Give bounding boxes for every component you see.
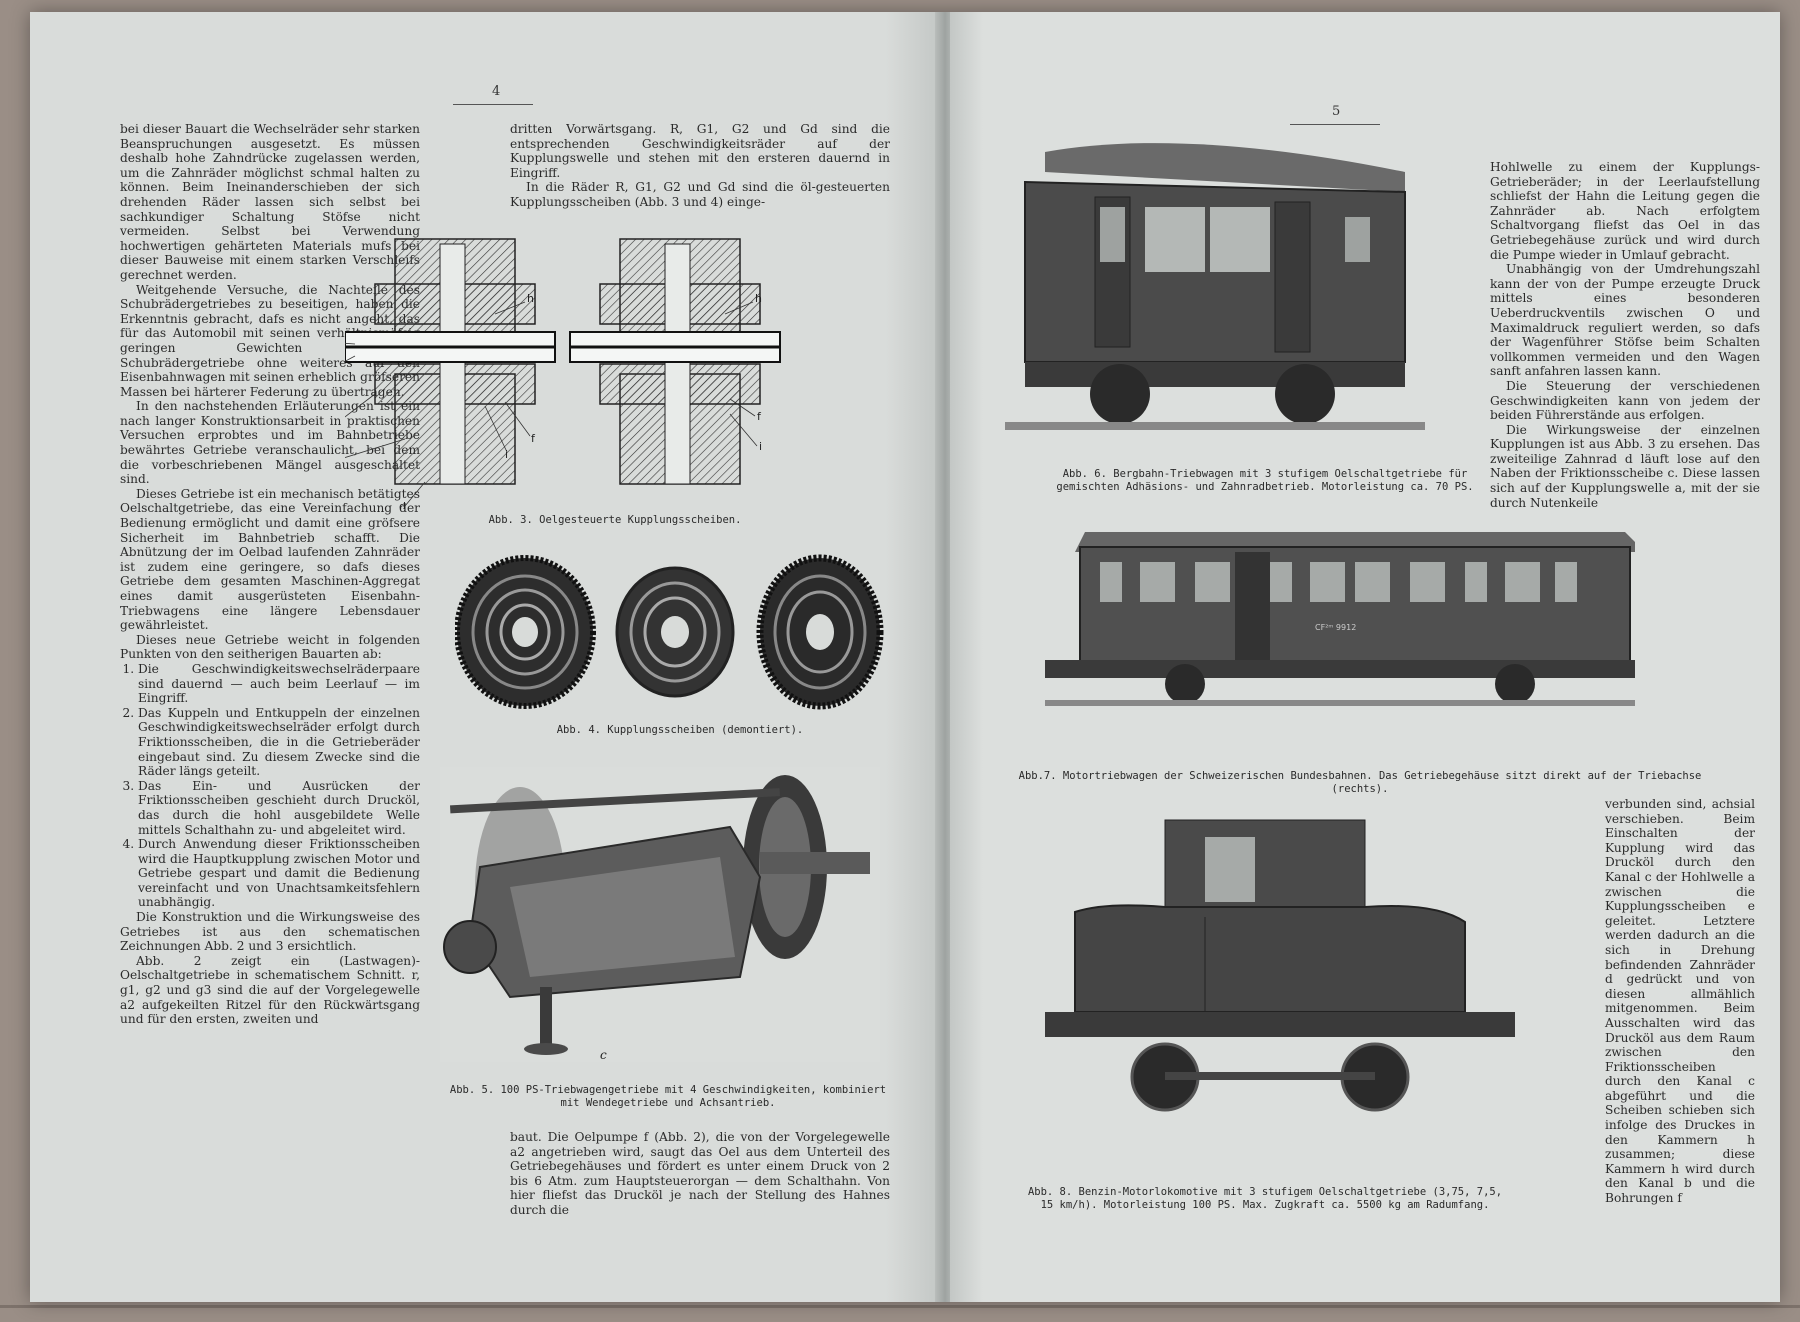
figure-8-caption: Abb. 8. Benzin-Motorlokomotive mit 3 stu…: [1027, 1186, 1503, 1211]
right-column-top: Hohlwelle zu einem der Kupplungs-Getrieb…: [1490, 160, 1760, 510]
figure-8-locomotive-photo: [1045, 812, 1515, 1112]
figure-5-gearbox-photo: a c: [440, 767, 880, 1062]
diagram-label: i: [759, 440, 762, 453]
page-number-rule: [453, 104, 533, 105]
clutch-section-right: [569, 238, 781, 485]
paragraph: Die Konstruktion und die Wirkungsweise d…: [120, 910, 420, 954]
page-right: 5 Abb. 6. Bergbahn-Triebwagen mit 3 stuf…: [950, 12, 1780, 1302]
page-left: 4 bei dieser Bauart die Wechselräder seh…: [30, 12, 940, 1302]
right-column-bottom: verbunden sind, achsial verschieben. Bei…: [1605, 797, 1755, 1206]
left-column-1: bei dieser Bauart die Wechselräder sehr …: [120, 122, 420, 1027]
list-item: Durch Anwendung dieser Friktionsscheiben…: [138, 837, 420, 910]
paragraph: baut. Die Oelpumpe f (Abb. 2), die von d…: [510, 1130, 890, 1217]
paragraph: Abb. 2 zeigt ein (Lastwagen)-Oelschaltge…: [120, 953, 420, 1027]
paragraph: Dieses neue Getriebe weicht in folgenden…: [120, 632, 420, 662]
figure-4-caption: Abb. 4. Kupplungsscheiben (demontiert).: [556, 724, 804, 736]
gear-disc-2: [615, 566, 735, 698]
figure-7-motor-railcar-photo: CF²ᵐ 9912: [1045, 512, 1635, 712]
page-number: 5: [1332, 104, 1341, 119]
figure-3-clutch-diagram: c b a e d h i f h f i: [345, 224, 905, 509]
page-number: 4: [492, 84, 501, 99]
paragraph: Dieses Getriebe ist ein mechanisch betät…: [120, 486, 420, 633]
figure-5-caption: Abb. 5. 100 PS-Triebwagengetriebe mit 4 …: [449, 1084, 887, 1109]
clutch-section-left: [345, 238, 556, 485]
floor-tile-joint: [0, 1305, 1800, 1308]
gear-disc-1: [455, 555, 596, 709]
gear-disc-3: [756, 554, 884, 710]
diagram-label: i: [505, 448, 508, 461]
paragraph: In die Räder R, G1, G2 und Gd sind die ö…: [510, 180, 890, 209]
figure-6-railcar-photo: [1005, 132, 1425, 467]
paragraph: In den nachstehenden Erläuterungen ist e…: [120, 399, 420, 487]
car-number-label: CF²ᵐ 9912: [1315, 623, 1356, 632]
figure-3-caption: Abb. 3. Oelgesteuerte Kupplungsscheiben.: [488, 514, 742, 526]
diagram-label: d: [399, 500, 406, 509]
figure-6-caption: Abb. 6. Bergbahn-Triebwagen mit 3 stufig…: [1056, 468, 1474, 493]
diagram-label: f: [531, 432, 536, 445]
paragraph: Die Steuerung der verschiedenen Geschwin…: [1490, 378, 1760, 423]
paragraph: verbunden sind, achsial verschieben. Bei…: [1605, 797, 1755, 1206]
left-column-2-top: dritten Vorwärtsgang. R, G1, G2 und Gd s…: [510, 122, 890, 210]
paragraph: Hohlwelle zu einem der Kupplungs-Getrieb…: [1490, 160, 1760, 262]
diagram-label: f: [757, 410, 762, 423]
diagram-label: h: [527, 292, 534, 305]
list-item: Das Kuppeln und Entkuppeln der einzelnen…: [138, 706, 420, 779]
open-booklet: 4 bei dieser Bauart die Wechselräder seh…: [30, 12, 1780, 1302]
photo-label: c: [600, 1048, 607, 1062]
paragraph: Weitgehende Versuche, die Nachteile des …: [120, 282, 420, 399]
figure-4-clutch-discs: [455, 552, 885, 712]
paragraph: bei dieser Bauart die Wechselräder sehr …: [120, 122, 420, 282]
list-item: Das Ein- und Ausrücken der Friktionssche…: [138, 779, 420, 837]
list-item: Die Geschwindigkeitswechselräderpaare si…: [138, 662, 420, 706]
feature-list: Die Geschwindigkeitswechselräderpaare si…: [120, 662, 420, 910]
left-column-2-bottom: baut. Die Oelpumpe f (Abb. 2), die von d…: [510, 1130, 890, 1218]
diagram-label: h: [755, 292, 762, 305]
page-number-rule: [1290, 124, 1380, 125]
figure-7-caption: Abb.7. Motortriebwagen der Schweizerisch…: [1018, 770, 1702, 795]
paragraph: dritten Vorwärtsgang. R, G1, G2 und Gd s…: [510, 122, 890, 180]
paragraph: Unabhängig von der Umdrehungszahl kann d…: [1490, 262, 1760, 379]
paragraph: Die Wirkungsweise der einzelnen Kupplung…: [1490, 422, 1760, 510]
